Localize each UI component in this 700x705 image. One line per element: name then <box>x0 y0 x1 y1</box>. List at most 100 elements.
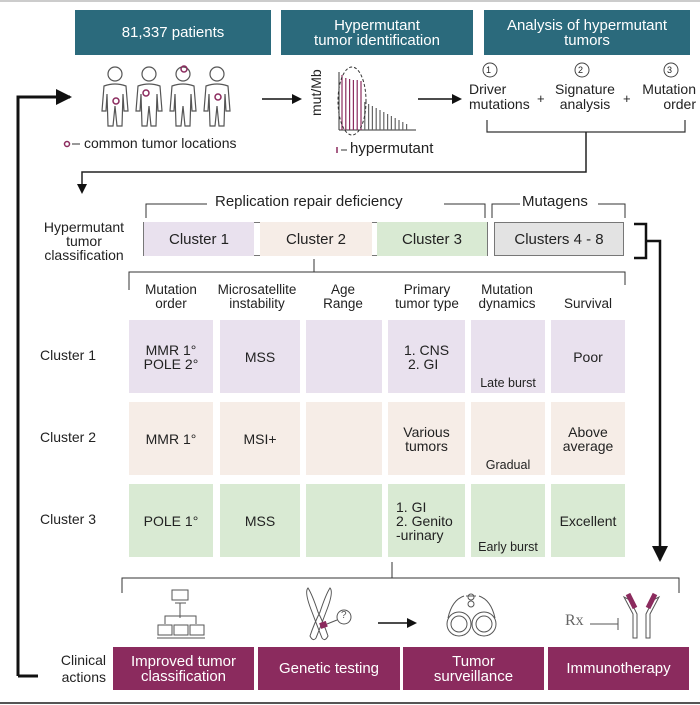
cluster-2-box: Cluster 2 <box>260 222 372 256</box>
step-3-line2: order <box>663 96 696 112</box>
header-identification-line1: Hypermutant <box>334 16 420 34</box>
clinical-label-line1: Clinical <box>60 652 106 668</box>
classification-label-line1: Hypermutant <box>43 219 125 235</box>
person-outline-icon <box>169 66 197 127</box>
classification-label-line3: classification <box>44 247 124 263</box>
header-patients: 81,337 patients <box>75 10 271 55</box>
histogram-icon <box>337 66 416 136</box>
step-mutation-order: Mutation order <box>635 82 696 112</box>
cell-dynamics: Early burst <box>471 484 545 557</box>
action-line2: surveillance <box>433 667 514 685</box>
cell-text: 1. CNS <box>403 341 450 358</box>
cell-text: MMR 1° <box>145 430 197 447</box>
col-header-line2: tumor type <box>395 296 459 311</box>
col-header-line2: Survival <box>563 296 612 311</box>
step-2-line1: Signature <box>555 81 615 97</box>
col-header-line1 <box>550 283 626 297</box>
tumor-marker <box>180 65 188 73</box>
binoculars-icon <box>446 593 497 637</box>
step-2-line2: analysis <box>559 96 611 112</box>
cell-text: MSI+ <box>243 430 277 447</box>
tumor-marker <box>142 89 150 97</box>
question-mark-icon: ? <box>341 610 347 621</box>
step-2-number: 2 <box>578 65 584 75</box>
col-header-line2: order <box>155 296 187 311</box>
cell-dynamics: Gradual <box>471 402 545 475</box>
legend-tumor-marker <box>63 140 71 148</box>
step-1-number: 1 <box>486 65 492 75</box>
row-label-cluster-2: Cluster 2 <box>40 429 97 445</box>
cell-text: MSS <box>244 348 276 365</box>
bottom-border <box>0 702 700 704</box>
cell-msi: MSS <box>220 484 300 557</box>
cell-msi: MSS <box>220 320 300 393</box>
col-header-survival: Survival <box>550 283 626 311</box>
col-header-line1: Mutation <box>145 282 197 297</box>
action-line1: Improved tumor <box>130 652 237 670</box>
step-1-line2: mutations <box>469 96 530 112</box>
group-label-mutagens: Mutagens <box>522 193 588 210</box>
person-outline-icon <box>135 66 163 127</box>
top-border <box>0 0 700 2</box>
row-label-cluster-1: Cluster 1 <box>40 347 97 363</box>
header-patients-text: 81,337 patients <box>121 24 225 41</box>
rx-icon: Rx <box>565 612 584 629</box>
cell-text: -urinary <box>396 526 444 543</box>
cluster-1-label: Cluster 1 <box>168 230 230 248</box>
hypermutant-legend: hypermutant <box>350 140 434 157</box>
cell-text: tumors <box>405 437 448 454</box>
cell-text: 2. Genito <box>396 512 453 529</box>
cell-mutation-order: MMR 1°POLE 2° <box>129 320 213 393</box>
cluster-3-box: Cluster 3 <box>377 222 487 256</box>
cell-survival: Excellent <box>551 484 625 557</box>
dynamics-label: Early burst <box>478 540 538 554</box>
action-line1: Genetic testing <box>278 660 380 677</box>
person-outline-icon <box>203 66 231 127</box>
cell-text: Various <box>403 423 450 440</box>
row-label-cluster-3: Cluster 3 <box>40 511 97 527</box>
cell-text: MMR 1° <box>145 341 197 358</box>
clinical-label-line2: actions <box>61 669 106 685</box>
header-analysis-line1: Analysis of hypermutant <box>506 16 668 34</box>
cell-text: 1. GI <box>396 498 427 515</box>
tumor-marker <box>112 97 120 105</box>
tumor-marker <box>214 93 222 101</box>
header-identification: Hypermutant tumor identification <box>281 10 473 55</box>
patients-icon-group <box>101 66 231 127</box>
col-header-line2: Range <box>323 296 363 311</box>
cluster-1-box: Cluster 1 <box>144 222 254 256</box>
clusters-4-8-box: Clusters 4 - 8 <box>494 222 624 256</box>
patients-legend: common tumor locations <box>84 135 237 151</box>
col-header-line1: Mutation <box>481 282 533 297</box>
cell-dynamics: Late burst <box>471 320 545 393</box>
cell-msi: MSI+ <box>220 402 300 475</box>
cell-text: POLE 1° <box>143 512 199 529</box>
header-analysis: Analysis of hypermutant tumors <box>484 10 690 55</box>
classification-label: Hypermutant tumor classification <box>30 220 138 262</box>
group-label-rrd: Replication repair deficiency <box>215 193 403 210</box>
header-identification-line2: tumor identification <box>314 31 440 49</box>
dynamics-label: Gradual <box>485 458 531 472</box>
step-circle <box>482 62 498 78</box>
cell-text: average <box>562 437 614 454</box>
clinical-actions-label: Clinical actions <box>48 652 106 686</box>
step-3-line1: Mutation <box>642 81 696 97</box>
action-genetic-testing: Genetic testing <box>258 647 400 690</box>
cell-age-range <box>306 320 382 393</box>
header-analysis-line2: tumors <box>564 31 610 49</box>
col-header-line2: dynamics <box>478 296 536 311</box>
antibody-icon <box>622 592 661 639</box>
step-circle <box>663 62 679 78</box>
plus-sign: + <box>537 91 545 106</box>
cell-text: Excellent <box>559 512 617 529</box>
clusters-4-8-label: Clusters 4 - 8 <box>514 230 604 248</box>
action-line1: Immunotherapy <box>566 660 671 677</box>
